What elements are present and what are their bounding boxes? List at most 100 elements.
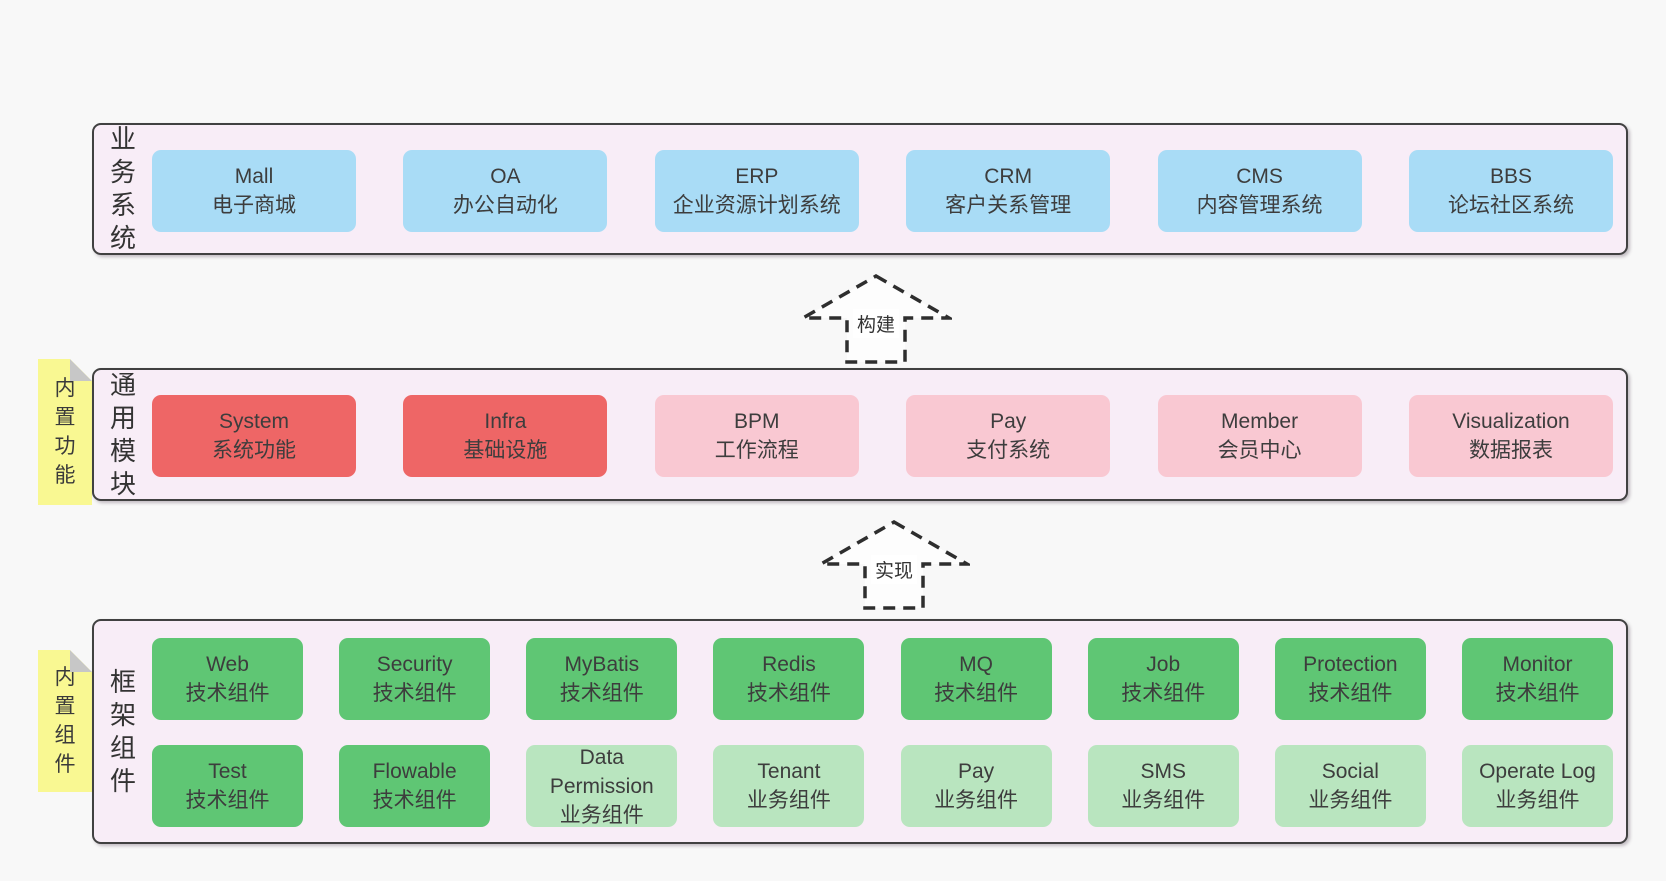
box-name: System [218, 410, 289, 433]
box-name: Job [1146, 653, 1181, 676]
box-name: BBS [1489, 165, 1532, 188]
box-name: CRM [984, 165, 1033, 188]
up-arrow-implement-icon: 实现 [818, 519, 970, 611]
box-name: Infra [484, 410, 527, 433]
box-name: Protection [1303, 653, 1398, 676]
box-subtitle: 工作流程 [714, 439, 799, 462]
box-subtitle: 企业资源计划系统 [672, 194, 841, 217]
box-name: BPM [734, 410, 780, 433]
box-subtitle: 会员中心 [1217, 439, 1302, 462]
box-redis: Redis 技术组件 [713, 638, 865, 720]
box-name: CMS [1236, 165, 1283, 188]
box-pay: Pay 支付系统 [906, 395, 1111, 477]
box-oa: OA 办公自动化 [403, 150, 608, 232]
box-cms: CMS 内容管理系统 [1157, 150, 1362, 232]
framework-components-row-2: Test 技术组件 Flowable 技术组件 Data Permission … [152, 745, 1613, 827]
box-subtitle: 技术组件 [1121, 682, 1206, 705]
box-subtitle: 系统功能 [212, 439, 296, 462]
box-name: Mall [234, 165, 274, 188]
box-subtitle: 技术组件 [746, 682, 831, 705]
box-subtitle: 技术组件 [185, 789, 270, 812]
box-name: Tenant [757, 760, 821, 783]
arrow-implement-label: 实现 [870, 555, 918, 584]
box-bpm: BPM 工作流程 [654, 395, 859, 477]
box-subtitle: 内容管理系统 [1196, 194, 1323, 217]
band-business-systems: 业务系统 Mall 电子商城 OA 办公自动化 ERP 企业资源计划系统 CRM… [92, 123, 1628, 255]
box-member: Member 会员中心 [1157, 395, 1362, 477]
band-label-framework-components: 框架组件 [109, 666, 136, 796]
sticky-note-built-in-features: 内置功能 [38, 359, 92, 505]
box-name: Pay [957, 760, 995, 783]
box-subtitle: 论坛社区系统 [1447, 194, 1574, 217]
sticky-note-built-in-components: 内置组件 [38, 650, 92, 792]
box-subtitle: 技术组件 [185, 682, 270, 705]
box-job: Job 技术组件 [1087, 638, 1239, 720]
band-label-common-modules: 通用模块 [109, 369, 136, 499]
box-subtitle: 业务组件 [559, 803, 644, 827]
box-crm: CRM 客户关系管理 [906, 150, 1111, 232]
box-subtitle: 技术组件 [372, 682, 457, 705]
box-name: Pay [990, 410, 1027, 433]
box-bbs: BBS 论坛社区系统 [1408, 150, 1613, 232]
box-name: Operate Log [1479, 760, 1596, 783]
box-subtitle: 电子商城 [212, 194, 296, 217]
box-subtitle: 数据报表 [1468, 439, 1553, 462]
box-mall: Mall 电子商城 [152, 150, 356, 232]
box-mq: MQ 技术组件 [900, 638, 1052, 720]
box-erp: ERP 企业资源计划系统 [654, 150, 859, 232]
box-mybatis: MyBatis 技术组件 [526, 638, 678, 720]
box-infra: Infra 基础设施 [403, 395, 608, 477]
box-subtitle: 办公自动化 [452, 194, 558, 217]
band-framework-components: 框架组件 Web 技术组件 Security 技术组件 MyBatis 技术组件… [92, 619, 1628, 844]
box-name: MyBatis [564, 653, 640, 676]
folded-corner-icon [70, 650, 92, 672]
box-subtitle: 技术组件 [1495, 682, 1580, 705]
box-name: Security [376, 653, 453, 676]
box-visualization: Visualization 数据报表 [1408, 395, 1613, 477]
box-name: MQ [959, 653, 993, 676]
box-subtitle: 客户关系管理 [945, 194, 1072, 217]
box-data-permission: Data Permission 业务组件 [526, 745, 678, 827]
box-subtitle: 技术组件 [372, 789, 457, 812]
arrow-build-label: 构建 [852, 309, 900, 338]
box-subtitle: 业务组件 [1121, 789, 1206, 812]
box-flowable: Flowable 技术组件 [339, 745, 491, 827]
band-label-business-systems: 业务系统 [109, 124, 136, 253]
box-subtitle: 技术组件 [1308, 682, 1393, 705]
box-name: ERP [735, 165, 779, 188]
framework-components-row-1: Web 技术组件 Security 技术组件 MyBatis 技术组件 Redi… [152, 638, 1613, 720]
box-name: Redis [762, 653, 816, 676]
box-subtitle: 业务组件 [1495, 789, 1580, 812]
box-name: Member [1221, 410, 1299, 433]
box-tenant: Tenant 业务组件 [713, 745, 865, 827]
box-name: Monitor [1502, 653, 1573, 676]
box-subtitle: 技术组件 [934, 682, 1019, 705]
folded-corner-icon [70, 359, 92, 381]
box-name: OA [490, 165, 521, 188]
box-name: Visualization [1452, 410, 1570, 433]
box-name: Test [208, 760, 247, 783]
box-test: Test 技术组件 [152, 745, 303, 827]
box-subtitle: 业务组件 [746, 789, 831, 812]
box-subtitle: 业务组件 [1308, 789, 1393, 812]
box-subtitle: 支付系统 [966, 439, 1051, 462]
box-subtitle: 技术组件 [559, 682, 644, 705]
box-name: Flowable [372, 760, 457, 783]
band-common-modules: 通用模块 System 系统功能 Infra 基础设施 BPM 工作流程 Pay… [92, 368, 1628, 501]
common-modules-row: System 系统功能 Infra 基础设施 BPM 工作流程 Pay 支付系统… [152, 395, 1613, 477]
business-systems-row: Mall 电子商城 OA 办公自动化 ERP 企业资源计划系统 CRM 客户关系… [152, 150, 1613, 232]
box-monitor: Monitor 技术组件 [1461, 638, 1613, 720]
box-protection: Protection 技术组件 [1274, 638, 1426, 720]
box-subtitle: 业务组件 [934, 789, 1019, 812]
sticky-note-label: 内置功能 [54, 377, 76, 487]
sticky-note-label: 内置组件 [54, 666, 76, 776]
box-system: System 系统功能 [152, 395, 356, 477]
box-security: Security 技术组件 [339, 638, 491, 720]
box-name: Web [206, 653, 249, 676]
box-operate-log: Operate Log 业务组件 [1461, 745, 1613, 827]
box-pay-component: Pay 业务组件 [900, 745, 1052, 827]
box-name: SMS [1140, 760, 1186, 783]
box-sms: SMS 业务组件 [1087, 745, 1239, 827]
box-name: Social [1321, 760, 1379, 783]
